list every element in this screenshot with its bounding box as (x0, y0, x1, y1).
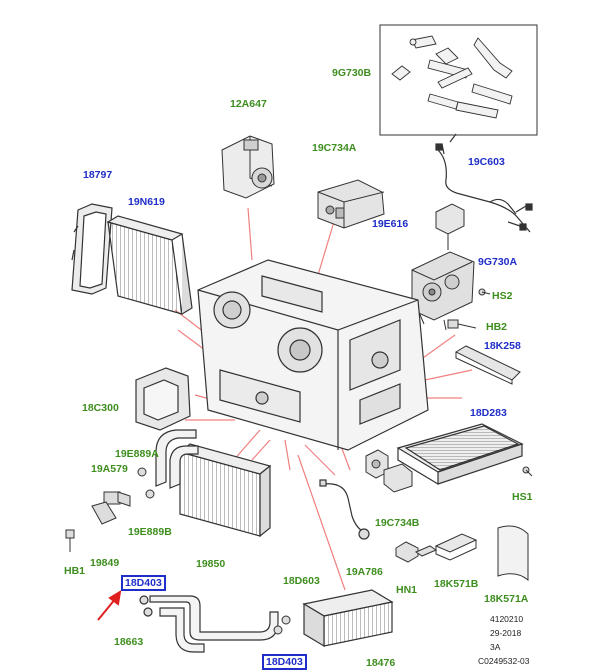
part-9g730b-box (379, 24, 538, 136)
label-19e889b: 19E889B (128, 526, 172, 538)
label-19a786: 19A786 (346, 566, 383, 578)
part-19850-heater-core (178, 443, 272, 538)
label-18d403-bottom: 18D403 (262, 654, 307, 670)
reference-line-3: 3A (490, 642, 501, 652)
part-hs1-screw (522, 466, 533, 477)
part-19e616-sensor (435, 203, 465, 250)
label-18797: 18797 (83, 169, 113, 181)
label-18k571b: 18K571B (434, 578, 479, 590)
label-19a579: 19A579 (91, 463, 128, 475)
part-19a786-hose (319, 479, 370, 540)
part-18d603-connector (273, 615, 291, 635)
label-18d403-top: 18D403 (121, 575, 166, 591)
part-19c734a-actuator (317, 179, 385, 229)
part-hn1-nut (395, 541, 438, 563)
label-hs1: HS1 (512, 491, 533, 503)
part-hb2-bolt (447, 319, 477, 329)
label-9g730a: 9G730A (478, 256, 518, 268)
label-19c734a: 19C734A (312, 142, 357, 154)
label-19c603: 19C603 (468, 156, 505, 168)
part-hb1-bolt (65, 529, 75, 552)
label-18d283: 18D283 (470, 407, 507, 419)
label-18476: 18476 (366, 657, 396, 669)
label-19e889a: 19E889A (115, 448, 159, 460)
part-19c603-harness (435, 133, 533, 233)
label-18c300: 18C300 (82, 402, 119, 414)
part-12a647-actuator (221, 135, 275, 199)
part-18k571b-bracket (434, 533, 478, 561)
reference-line-1: 4120210 (490, 614, 524, 624)
label-12a647: 12A647 (230, 98, 267, 110)
part-9g730a-actuator (411, 251, 475, 331)
part-18476-core (302, 589, 394, 648)
reference-line-4: C0249532-03 (478, 656, 530, 666)
label-18d603: 18D603 (283, 575, 320, 587)
part-18k571a-panel (497, 525, 529, 582)
part-hs2-screw (478, 288, 491, 296)
label-18k571a: 18K571A (484, 593, 529, 605)
label-19n619: 19N619 (128, 196, 165, 208)
part-19c734b-actuator (365, 449, 413, 493)
part-18d283-core (396, 423, 524, 485)
part-18797-frame (71, 203, 113, 295)
part-18c300-cover (135, 367, 191, 431)
label-18663: 18663 (114, 636, 144, 648)
label-9g730b: 9G730B (332, 67, 372, 79)
label-18k258: 18K258 (484, 340, 521, 352)
label-hb1: HB1 (64, 565, 86, 577)
label-hb2: HB2 (486, 321, 508, 333)
part-19a579-pipes (155, 429, 199, 489)
label-hn1: HN1 (396, 584, 418, 596)
part-18663-pipes (139, 595, 279, 653)
part-19n619-filter (106, 215, 193, 315)
part-18k258-strip (454, 345, 521, 385)
label-19e616: 19E616 (372, 218, 409, 230)
red-arrow (97, 590, 122, 621)
part-hvac-housing (197, 259, 429, 451)
part-clips-19e889 (91, 467, 155, 525)
label-19c734b: 19C734B (375, 517, 420, 529)
label-19850: 19850 (196, 558, 226, 570)
label-19849: 19849 (90, 557, 120, 569)
reference-line-2: 29-2018 (490, 628, 522, 638)
label-hs2: HS2 (492, 290, 513, 302)
